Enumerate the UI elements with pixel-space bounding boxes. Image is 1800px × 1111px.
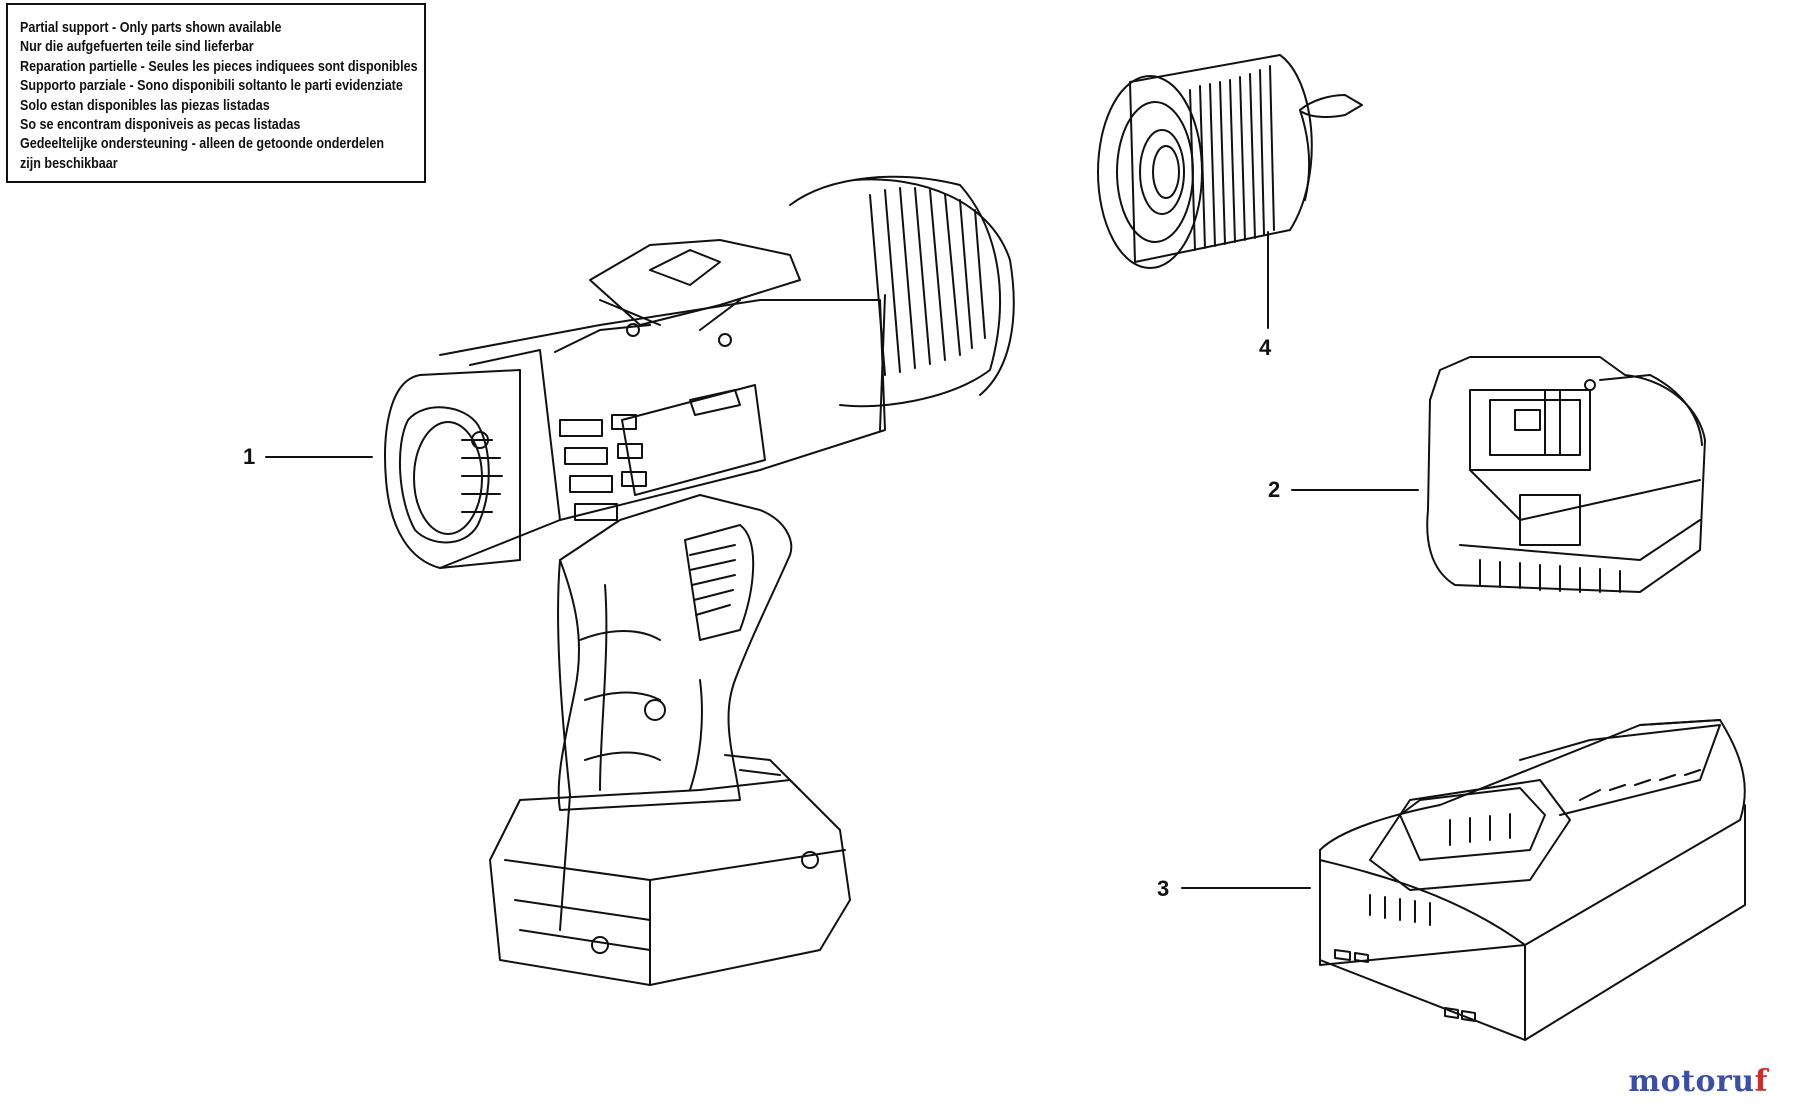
callout-number: 3 <box>1157 876 1169 901</box>
notice-line: Partial support - Only parts shown avail… <box>20 20 282 36</box>
notice-line: So se encontram disponiveis as pecas lis… <box>20 117 301 134</box>
keyless-chuck-icon[interactable] <box>1097 54 1363 269</box>
watermark-logo: motoruf <box>1628 1064 1768 1099</box>
notice-line: zijn beschikbaar <box>20 155 118 172</box>
callout-number: 4 <box>1259 335 1272 360</box>
notice-line: Nur die aufgefuerten teile sind lieferba… <box>20 39 254 56</box>
callout-4: 4 <box>1259 231 1272 360</box>
callout-1: 1 <box>243 444 373 469</box>
availability-notice: Partial support - Only parts shown avail… <box>6 3 426 183</box>
callout-3: 3 <box>1157 876 1311 901</box>
notice-line: Supporto parziale - Sono disponibili sol… <box>20 78 403 95</box>
cordless-drill-body-icon[interactable] <box>384 175 1015 986</box>
callout-2: 2 <box>1268 477 1419 502</box>
notice-line: Reparation partielle - Seules les pieces… <box>20 58 418 75</box>
callout-number: 1 <box>243 444 255 469</box>
notice-line: Solo estan disponibles las piezas listad… <box>20 97 270 114</box>
notice-line: Gedeeltelijke ondersteuning - alleen de … <box>20 136 385 153</box>
battery-charger-icon[interactable] <box>1319 719 1746 1041</box>
battery-pack-icon[interactable] <box>1426 356 1706 593</box>
callout-number: 2 <box>1268 477 1280 502</box>
